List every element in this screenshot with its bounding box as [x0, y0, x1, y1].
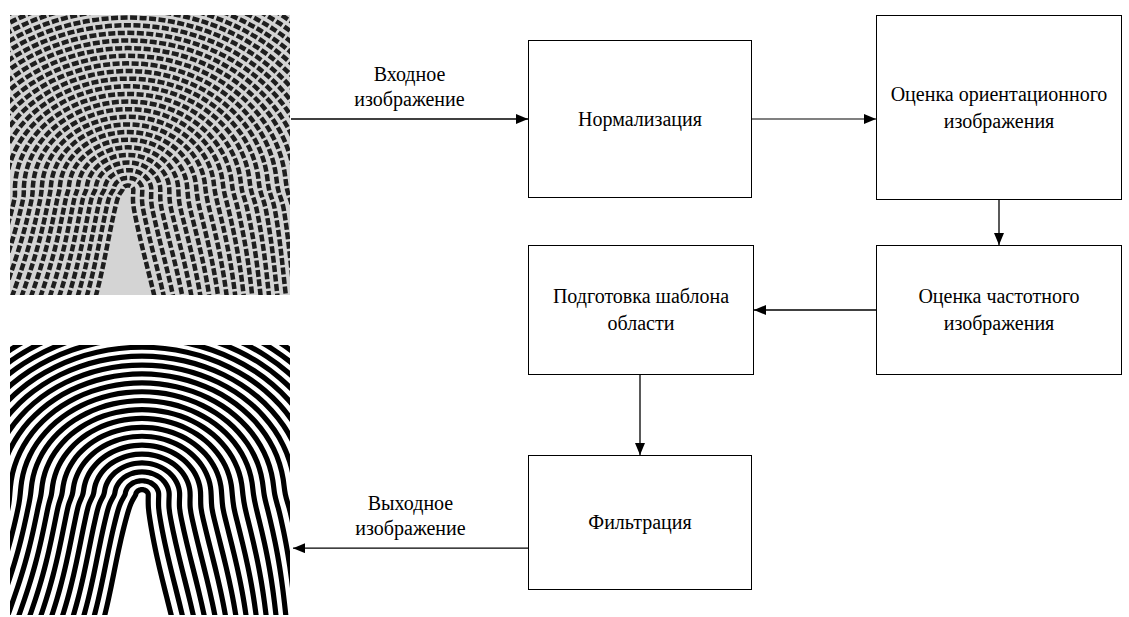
output-fingerprint	[10, 345, 290, 615]
ridge-line	[10, 15, 290, 295]
ridge-line	[10, 40, 290, 295]
ridge-line	[34, 140, 211, 295]
ridge-line	[34, 436, 237, 615]
ridge-line	[10, 15, 290, 295]
ridge-line	[10, 345, 290, 615]
box-text: Подготовка шаблона области	[539, 283, 743, 337]
ridge-line	[10, 15, 290, 295]
ridge-line	[10, 117, 237, 295]
ridge-line	[10, 356, 290, 615]
ridge-line	[10, 15, 290, 295]
process-box: Фильтрация	[528, 455, 752, 590]
process-box: Нормализация	[528, 40, 752, 198]
flow-arrow	[754, 309, 876, 310]
ridge-line	[10, 345, 290, 615]
ridge-line	[10, 345, 290, 615]
ridge-line	[10, 345, 290, 615]
ridge-line	[10, 15, 290, 295]
ridge-line	[10, 15, 290, 295]
ridge-line	[10, 345, 290, 615]
ridge-line	[10, 347, 290, 615]
ridge-line	[10, 345, 290, 615]
ridge-line	[10, 15, 290, 295]
ridge-line	[10, 345, 290, 615]
box-text: Нормализация	[578, 106, 702, 133]
ridge-line	[10, 15, 290, 295]
ridge-line	[10, 15, 290, 295]
ridge-line	[10, 345, 290, 615]
ridge-line	[10, 79, 279, 295]
ridge-line	[10, 345, 290, 615]
ridge-line	[10, 63, 290, 295]
box-text: Оценка ориентационного изображения	[887, 81, 1111, 135]
ridge-line	[10, 18, 290, 295]
ridge-line	[10, 345, 290, 615]
ridge-line	[10, 345, 290, 615]
ridge-line	[67, 463, 206, 615]
ridge-line	[10, 345, 290, 615]
ridge-line	[44, 147, 203, 295]
ridge-line	[10, 15, 290, 295]
ridge-line	[10, 71, 288, 295]
input-fingerprint	[10, 15, 290, 295]
flow-arrow	[998, 200, 999, 245]
ridge-line	[10, 345, 290, 615]
io-arrow	[293, 548, 528, 549]
process-box: Оценка частотного изображения	[876, 245, 1122, 375]
ridge-line	[10, 15, 290, 295]
ridge-line	[10, 15, 290, 295]
ridge-line	[56, 454, 217, 615]
io-arrows	[291, 119, 528, 548]
ridge-line	[10, 345, 290, 615]
ridge-line	[10, 15, 290, 295]
ridge-line	[10, 33, 290, 295]
ridge-line	[10, 345, 290, 615]
ridge-line	[10, 15, 290, 295]
ridge-line	[23, 427, 248, 615]
ridge-line	[10, 15, 290, 295]
box-text: Фильтрация	[588, 509, 691, 536]
ridge-line	[10, 15, 290, 295]
ridge-line	[10, 345, 290, 615]
process-box: Оценка ориентационного изображения	[876, 15, 1122, 200]
ridge-line	[10, 345, 290, 615]
ridge-line	[10, 345, 290, 615]
ridge-line	[10, 345, 290, 615]
ridge-line	[10, 15, 290, 295]
flow-arrow	[639, 375, 640, 455]
ridge-line	[10, 365, 290, 615]
io-arrow	[291, 118, 528, 119]
ridge-line	[10, 345, 290, 615]
ridge-line	[10, 345, 290, 615]
ridge-line	[10, 15, 290, 295]
ridge-line	[10, 15, 290, 295]
ridge-line	[10, 345, 290, 615]
ridge-line	[10, 48, 290, 295]
arrow-label: Выходное изображение	[336, 491, 486, 541]
ridge-line	[10, 15, 290, 295]
ridge-line	[10, 15, 290, 295]
box-text: Оценка частотного изображения	[887, 283, 1111, 337]
ridge-line	[10, 345, 290, 615]
ridge-line	[10, 15, 290, 295]
flow-arrow	[752, 118, 876, 120]
ridge-line	[10, 345, 290, 615]
arrow-label: Входное изображение	[335, 62, 485, 112]
ridge-line	[10, 345, 290, 615]
ridge-line	[10, 345, 290, 615]
ridge-line	[10, 15, 290, 295]
ridge-line	[10, 15, 290, 295]
ridge-line	[10, 25, 290, 295]
ridge-line	[53, 155, 194, 295]
ridge-line	[10, 15, 290, 295]
ridge-line	[10, 345, 290, 615]
ridge-line	[10, 374, 290, 615]
ridge-line	[10, 86, 271, 295]
ridge-line	[10, 15, 290, 295]
ridge-line	[10, 15, 290, 295]
ridge-line	[10, 15, 290, 295]
process-box: Подготовка шаблона области	[528, 245, 754, 375]
ridge-line	[45, 445, 227, 615]
